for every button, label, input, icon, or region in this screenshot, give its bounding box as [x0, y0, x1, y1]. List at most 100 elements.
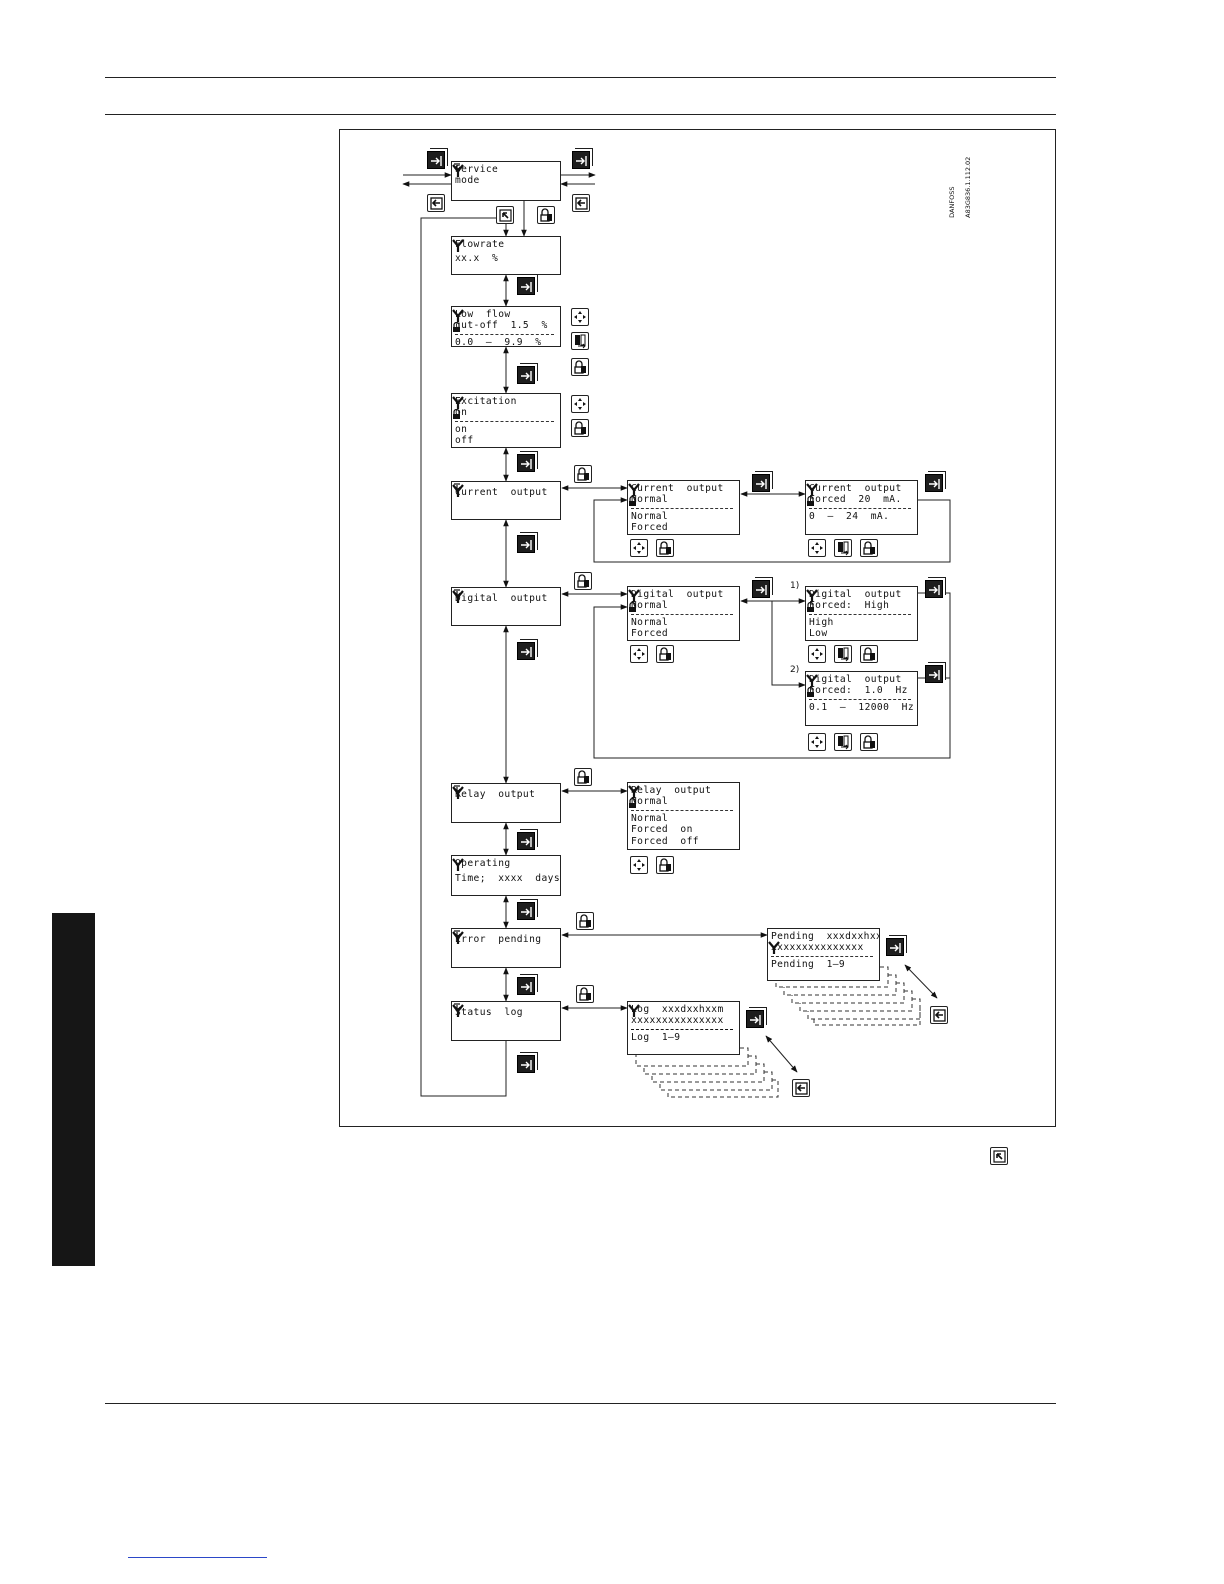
select-key-icon[interactable]: [571, 332, 589, 350]
enter-key-icon[interactable]: [517, 366, 535, 384]
lock-key-icon[interactable]: [860, 645, 878, 663]
service-antenna-icon: [806, 674, 818, 687]
lock-key-icon[interactable]: [574, 572, 592, 590]
display-line: Digital output: [809, 674, 902, 685]
enter-key-icon[interactable]: [517, 535, 535, 553]
lock-key-icon[interactable]: [537, 206, 555, 224]
lock-key-icon[interactable]: [574, 465, 592, 483]
submenu-down-icon: [453, 785, 461, 794]
escape-key-icon[interactable]: [930, 1006, 948, 1024]
enter-key-icon[interactable]: [517, 277, 535, 295]
display-line: Forced off: [631, 835, 699, 847]
enter-key-icon[interactable]: [517, 902, 535, 920]
footer-link-underline[interactable]: [128, 1557, 267, 1558]
padlock-icon: [807, 687, 814, 697]
lock-key-icon[interactable]: [656, 539, 674, 557]
relay-output-select-display: Relay output Normal Normal Forced on For…: [627, 782, 740, 850]
display-line: Time; xxxx days: [455, 873, 560, 885]
enter-key-icon[interactable]: [517, 642, 535, 660]
figure-code: DANFOSS A83G836.1.112.02: [940, 157, 972, 222]
menu-key-icon[interactable]: [990, 1147, 1008, 1165]
lock-key-icon[interactable]: [656, 645, 674, 663]
service-antenna-icon: [452, 309, 464, 322]
display-line: 0.1 – 12000 Hz: [809, 701, 914, 713]
service-antenna-icon: [628, 785, 640, 798]
display-separator: [809, 613, 911, 615]
enter-key-icon[interactable]: [517, 454, 535, 472]
enter-key-icon[interactable]: [517, 977, 535, 995]
enter-key-icon[interactable]: [746, 1010, 764, 1028]
display-line: Forced: High: [809, 600, 890, 612]
figure-code-brand: DANFOSS: [948, 186, 956, 218]
lock-key-icon[interactable]: [656, 856, 674, 874]
service-antenna-icon: [806, 483, 818, 496]
enter-key-icon[interactable]: [517, 1055, 535, 1073]
enter-key-icon[interactable]: [427, 151, 445, 169]
padlock-icon: [629, 602, 636, 612]
enter-key-icon[interactable]: [752, 580, 770, 598]
display-line: Current output: [809, 483, 902, 494]
display-line: Log xxxdxxhxxm: [631, 1004, 724, 1015]
display-line: 0 – 24 mA.: [809, 510, 890, 522]
display-separator: [631, 809, 733, 811]
display-line: Service: [455, 164, 499, 175]
service-mode-display: Service mode: [451, 161, 561, 201]
navigation-key-icon[interactable]: [571, 308, 589, 326]
display-line: High: [809, 616, 834, 628]
pending-error-display: Pending xxxdxxhxxm xxxxxxxxxxxxxxx Pendi…: [767, 928, 880, 981]
digital-output-high-display: Digital output Forced: High High Low: [805, 586, 918, 641]
navigation-key-icon[interactable]: [808, 733, 826, 751]
escape-key-icon[interactable]: [427, 194, 445, 212]
digital-output-select-display: Digital output Normal Normal Forced: [627, 586, 740, 641]
enter-key-icon[interactable]: [925, 580, 943, 598]
lock-key-icon[interactable]: [571, 358, 589, 376]
select-key-icon[interactable]: [834, 539, 852, 557]
service-antenna-icon: [768, 941, 780, 954]
lock-key-icon[interactable]: [571, 419, 589, 437]
navigation-key-icon[interactable]: [808, 645, 826, 663]
header-rule-top: [105, 77, 1056, 78]
enter-key-icon[interactable]: [752, 474, 770, 492]
display-line: Normal: [631, 812, 669, 824]
lock-key-icon[interactable]: [860, 733, 878, 751]
display-line: Status log: [455, 1007, 523, 1018]
lock-key-icon[interactable]: [860, 539, 878, 557]
display-separator: [455, 420, 554, 422]
menu-key-icon[interactable]: [496, 206, 514, 224]
pending-page-stack: [775, 966, 921, 1026]
display-separator: [631, 1028, 733, 1030]
display-line: Forced on: [631, 824, 693, 836]
select-key-icon[interactable]: [834, 645, 852, 663]
escape-key-icon[interactable]: [792, 1079, 810, 1097]
escape-key-icon[interactable]: [572, 194, 590, 212]
enter-key-icon[interactable]: [517, 832, 535, 850]
navigation-key-icon[interactable]: [571, 395, 589, 413]
navigation-key-icon[interactable]: [630, 856, 648, 874]
display-line: Relay output: [631, 785, 712, 796]
lock-key-icon[interactable]: [574, 768, 592, 786]
submenu-down-icon: [453, 589, 461, 598]
navigation-key-icon[interactable]: [630, 539, 648, 557]
footnote-marker: 2): [790, 665, 800, 675]
error-pending-display: Error pending: [451, 928, 561, 968]
padlock-icon: [629, 496, 636, 506]
lock-key-icon[interactable]: [576, 912, 594, 930]
display-line: Digital output: [809, 589, 902, 600]
display-line: Low: [809, 628, 828, 640]
log-page-stack: [635, 1047, 779, 1098]
enter-key-icon[interactable]: [886, 938, 904, 956]
navigation-key-icon[interactable]: [630, 645, 648, 663]
digital-output-display: Digital output: [451, 587, 561, 626]
current-output-display: Current output: [451, 481, 561, 520]
select-key-icon[interactable]: [834, 733, 852, 751]
low-flow-display: Low flow cut-off 1.5 % 0.0 – 9.9 %: [451, 306, 561, 348]
display-line: Digital output: [631, 589, 724, 600]
navigation-key-icon[interactable]: [808, 539, 826, 557]
lock-key-icon[interactable]: [576, 985, 594, 1003]
current-output-select-display: Current output Normal Normal Forced: [627, 480, 740, 535]
enter-key-icon[interactable]: [925, 474, 943, 492]
enter-key-icon[interactable]: [925, 665, 943, 683]
display-line: Current output: [631, 483, 724, 494]
enter-key-icon[interactable]: [572, 151, 590, 169]
